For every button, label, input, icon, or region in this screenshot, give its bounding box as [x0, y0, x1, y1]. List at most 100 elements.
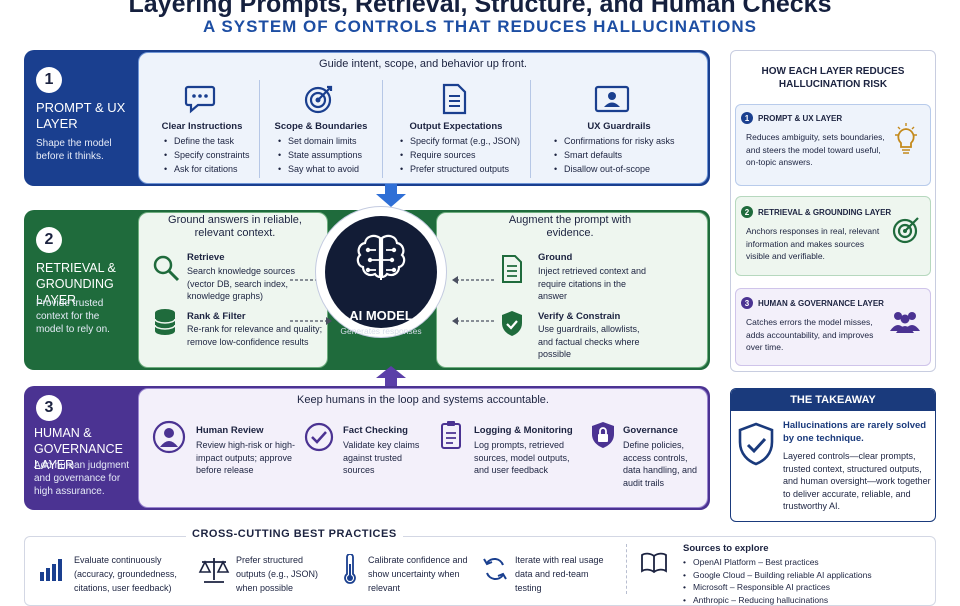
layer-2-left-heading: Ground answers in reliable, relevant con…: [160, 214, 310, 240]
divider: [259, 80, 260, 178]
card-title: HUMAN & GOVERNANCE LAYER: [758, 299, 884, 308]
sources-list: OpenAI Platform – Best practices Google …: [683, 556, 872, 606]
card-number: 1: [741, 112, 753, 124]
practice-text: Evaluate continuously (accuracy, grounde…: [74, 553, 186, 595]
item-description: Review high-risk or high-impact outputs;…: [196, 439, 298, 477]
bullet-item: Require sources: [400, 148, 520, 162]
connector-arrows: [448, 270, 498, 330]
bullet-item: Prefer structured outputs: [400, 162, 520, 176]
card-description: Reduces ambiguity, sets boundaries, and …: [746, 131, 890, 169]
bullet-list: Specify format (e.g., JSON) Require sour…: [400, 134, 520, 176]
practice-text: Calibrate confidence and show uncertaint…: [368, 553, 468, 595]
layer-3-description: Add human judgment and governance for hi…: [34, 459, 134, 498]
layer-3-number: 3: [36, 395, 62, 421]
cycle-arrows-icon: [482, 556, 508, 582]
divider: [530, 80, 531, 178]
divider: [626, 544, 627, 594]
column-title: UX Guardrails: [534, 121, 704, 132]
page-subtitle: A SYSTEM OF CONTROLS THAT REDUCES HALLUC…: [0, 17, 960, 37]
source-link[interactable]: Microsoft – Responsible AI practices: [683, 581, 872, 594]
bullet-item: Disallow out-of-scope: [554, 162, 675, 176]
column-title: Clear Instructions: [150, 121, 254, 132]
bullet-item: Set domain limits: [278, 134, 362, 148]
item-description: Define policies, access controls, data h…: [623, 439, 707, 489]
bullet-list: Set domain limits State assumptions Say …: [278, 134, 362, 176]
layer-1-number: 1: [36, 67, 62, 93]
takeaway-body: Layered controls—clear prompts, trusted …: [783, 450, 931, 513]
bullet-item: Specify constraints: [164, 148, 250, 162]
layer-1-title: PROMPT & UX LAYER: [36, 100, 126, 132]
item-title: Rank & Filter: [187, 311, 246, 322]
bullet-item: Specify format (e.g., JSON): [400, 134, 520, 148]
bullet-list: Confirmations for risky asks Smart defau…: [554, 134, 675, 176]
bullet-list: Define the task Specify constraints Ask …: [164, 134, 250, 176]
bullet-item: Confirmations for risky asks: [554, 134, 675, 148]
item-title: Fact Checking: [343, 425, 408, 436]
card-title: RETRIEVAL & GROUNDING LAYER: [758, 208, 891, 217]
shield-check-icon: [500, 310, 524, 338]
database-icon: [152, 308, 178, 338]
takeaway-title: THE TAKEAWAY: [731, 389, 935, 411]
arrow-up-icon: [374, 366, 408, 388]
bar-chart-icon: [38, 556, 64, 582]
document-icon: [440, 83, 468, 115]
brain-circuit-icon: [356, 232, 406, 292]
card-description: Anchors responses in real, relevant info…: [746, 225, 890, 263]
divider: [382, 80, 383, 178]
person-icon: [152, 420, 186, 454]
ai-model-title: AI MODEL: [325, 308, 437, 323]
item-description: Inject retrieved context and require cit…: [538, 265, 648, 303]
checkmark-circle-icon: [304, 422, 334, 452]
sources-title: Sources to explore: [683, 543, 769, 554]
takeaway-headline: Hallucinations are rarely solved by one …: [783, 419, 929, 445]
ai-model-subtitle: Generates responses: [325, 326, 437, 336]
item-description: Log prompts, retrieved sources, model ou…: [474, 439, 576, 477]
column-title: Scope & Boundaries: [262, 121, 380, 132]
target-icon: [892, 216, 920, 244]
item-title: Verify & Constrain: [538, 311, 620, 322]
item-title: Human Review: [196, 425, 264, 436]
chat-bubble-icon: [184, 84, 216, 114]
layer-2-right-heading: Augment the prompt with evidence.: [505, 214, 635, 240]
lightbulb-icon: [893, 123, 919, 155]
shield-check-icon: [737, 422, 775, 468]
card-title: PROMPT & UX LAYER: [758, 114, 842, 123]
layer-1-description: Shape the model before it thinks.: [36, 137, 126, 163]
target-icon: [303, 84, 335, 114]
layer-3-heading: Keep humans in the loop and systems acco…: [138, 394, 708, 407]
bullet-item: State assumptions: [278, 148, 362, 162]
card-number: 2: [741, 206, 753, 218]
practice-text: Iterate with real usage data and red-tea…: [515, 553, 615, 595]
scales-icon: [198, 556, 230, 584]
source-link[interactable]: OpenAI Platform – Best practices: [683, 556, 872, 569]
item-title: Governance: [623, 425, 678, 436]
card-number: 3: [741, 297, 753, 309]
arrow-down-icon: [374, 184, 408, 208]
open-book-icon: [640, 552, 668, 574]
clipboard-icon: [440, 420, 462, 450]
layer-2-number: 2: [36, 227, 62, 253]
best-practices-title: CROSS-CUTTING BEST PRACTICES: [186, 528, 403, 540]
column-title: Output Expectations: [386, 121, 526, 132]
bullet-item: Smart defaults: [554, 148, 675, 162]
people-icon: [889, 309, 921, 333]
practice-text: Prefer structured outputs (e.g., JSON) w…: [236, 553, 332, 595]
item-title: Retrieve: [187, 252, 225, 263]
right-panel-title: HOW EACH LAYER REDUCES HALLUCINATION RIS…: [740, 65, 926, 91]
layer-1-heading: Guide intent, scope, and behavior up fro…: [138, 58, 708, 71]
bullet-item: Say what to avoid: [278, 162, 362, 176]
source-link[interactable]: Google Cloud – Building reliable AI appl…: [683, 569, 872, 582]
user-card-icon: [594, 85, 630, 113]
magnifier-icon: [152, 254, 180, 282]
bullet-item: Define the task: [164, 134, 250, 148]
item-title: Logging & Monitoring: [474, 425, 573, 436]
document-icon: [500, 254, 524, 284]
shield-lock-icon: [590, 421, 616, 451]
item-description: Use guardrails, allowlists, and factual …: [538, 323, 648, 361]
item-title: Ground: [538, 252, 572, 263]
card-description: Catches errors the model misses, adds ac…: [746, 316, 890, 354]
layer-2-description: Provide trusted context for the model to…: [36, 297, 116, 336]
thermometer-icon: [342, 554, 358, 586]
bullet-item: Ask for citations: [164, 162, 250, 176]
item-description: Validate key claims against trusted sour…: [343, 439, 427, 477]
